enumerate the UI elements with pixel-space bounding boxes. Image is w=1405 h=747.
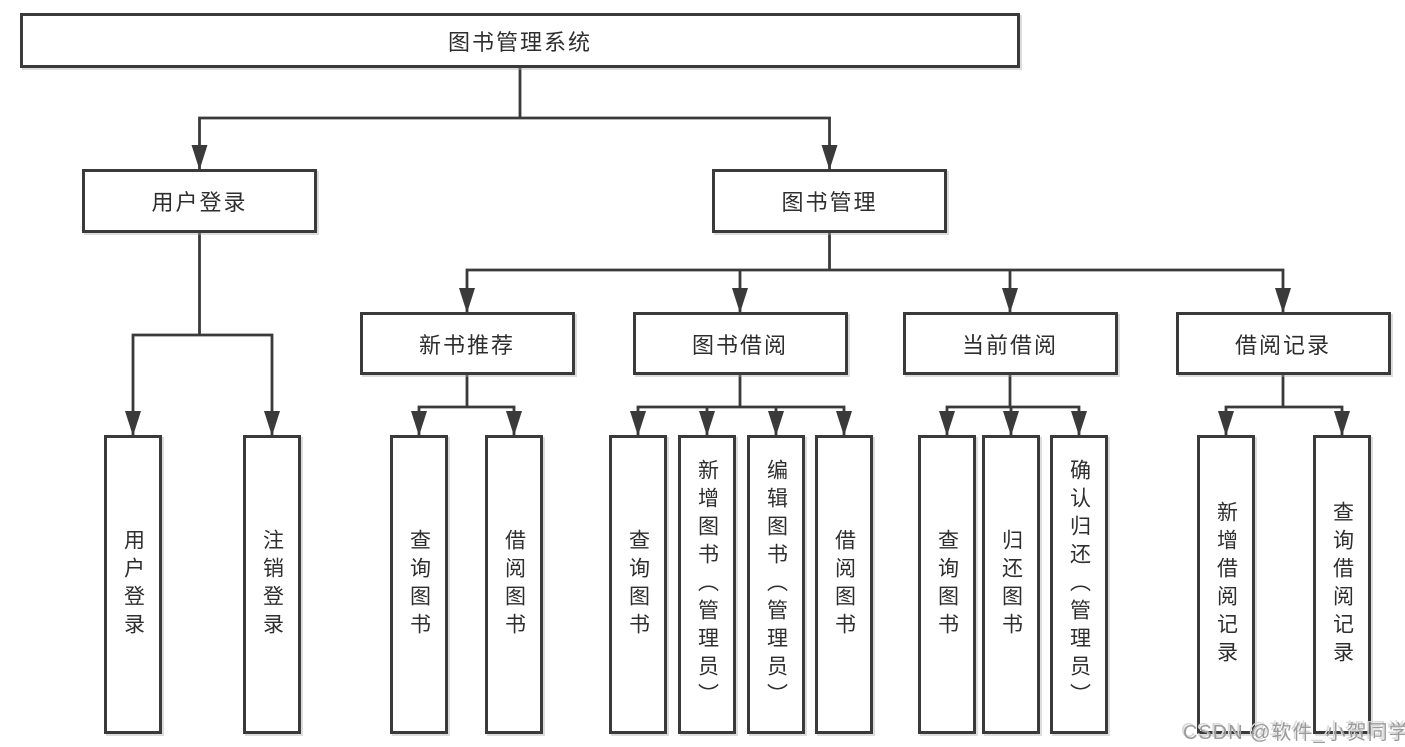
leaf-edit-books-admin: 编辑图书（管理员）	[747, 435, 805, 734]
node-current-borrowing: 当前借阅	[902, 312, 1118, 375]
leaf-query-books-current: 查询图书	[918, 435, 976, 734]
node-book-management: 图书管理	[712, 169, 947, 233]
leaf-user-login: 用户登录	[104, 435, 162, 734]
csdn-watermark: CSDN @软件_小贺同学	[1183, 722, 1405, 744]
leaf-add-books-admin: 新增图书（管理员）	[678, 435, 736, 734]
leaf-query-books-borrowing: 查询图书	[609, 435, 667, 734]
node-borrowing-records: 借阅记录	[1175, 312, 1391, 375]
node-user-login: 用户登录	[82, 169, 317, 233]
leaf-borrow-books-borrowing: 借阅图书	[815, 435, 873, 734]
node-library-management-system: 图书管理系统	[20, 13, 1020, 68]
leaf-query-borrow-record: 查询借阅记录	[1313, 435, 1371, 734]
leaf-borrow-books-recommend: 借阅图书	[485, 435, 543, 734]
leaf-confirm-return-admin: 确认归还（管理员）	[1050, 435, 1108, 734]
node-new-book-recommendation: 新书推荐	[359, 312, 575, 375]
leaf-query-books-recommend: 查询图书	[390, 435, 448, 734]
leaf-return-books: 归还图书	[982, 435, 1040, 734]
leaf-add-borrow-record: 新增借阅记录	[1197, 435, 1255, 734]
leaf-logout: 注销登录	[243, 435, 301, 734]
arrowhead-icons	[125, 145, 1350, 436]
node-book-borrowing: 图书借阅	[632, 312, 848, 375]
